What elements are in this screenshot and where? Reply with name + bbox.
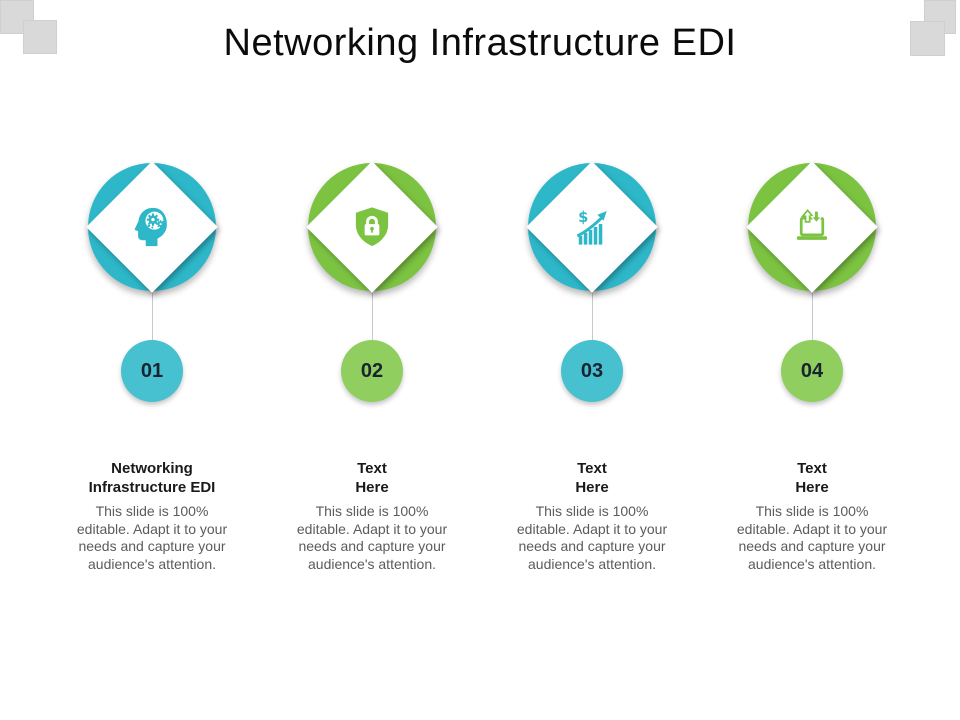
- connector-line: [811, 293, 813, 340]
- step-number-badge: 01: [121, 340, 183, 402]
- step-description: This slide is 100% editable. Adapt it to…: [76, 503, 228, 572]
- step-description: This slide is 100% editable. Adapt it to…: [516, 503, 668, 572]
- step-heading: Networking Infrastructure EDI: [88, 460, 216, 496]
- step-description: This slide is 100% editable. Adapt it to…: [296, 503, 448, 572]
- head-gears-icon: [134, 207, 167, 247]
- step-column-4: 04 Text Here This slide is 100% editable…: [702, 161, 922, 573]
- step-number: 03: [580, 359, 604, 382]
- step-column-2: 02 Text Here This slide is 100% editable…: [262, 161, 482, 573]
- step-heading: Text Here: [355, 460, 389, 496]
- step-heading: Text Here: [575, 460, 609, 496]
- corner-square-top-left-back: [0, 0, 34, 34]
- connector-line: [371, 293, 373, 340]
- corner-square-top-left-front: [23, 20, 57, 54]
- slide-title: Networking Infrastructure EDI: [223, 22, 737, 64]
- step-number-badge: 04: [781, 340, 843, 402]
- step-heading: Text Here: [795, 460, 829, 496]
- corner-square-top-right-front: [910, 21, 945, 56]
- growth-chart-icon: $: [576, 209, 607, 245]
- svg-text:$: $: [578, 209, 588, 226]
- step-description: This slide is 100% editable. Adapt it to…: [736, 503, 888, 572]
- step-column-3: $ 03 Text Here This slide is 100% editab…: [482, 161, 702, 573]
- step-number: 01: [140, 359, 164, 382]
- connector-line: [151, 293, 153, 340]
- step-number-badge: 03: [561, 340, 623, 402]
- step-4-icon-assembly: [746, 161, 878, 293]
- step-column-1: 01 Networking Infrastructure EDI This sl…: [42, 161, 262, 573]
- step-2-icon-assembly: [306, 161, 438, 293]
- laptop-sync-icon: [796, 208, 828, 240]
- shield-lock-icon: [355, 207, 389, 247]
- connector-line: [591, 293, 593, 340]
- step-3-icon-assembly: $: [526, 161, 658, 293]
- step-number: 02: [360, 359, 384, 382]
- step-number: 04: [800, 359, 824, 382]
- step-number-badge: 02: [341, 340, 403, 402]
- step-1-icon-assembly: [86, 161, 218, 293]
